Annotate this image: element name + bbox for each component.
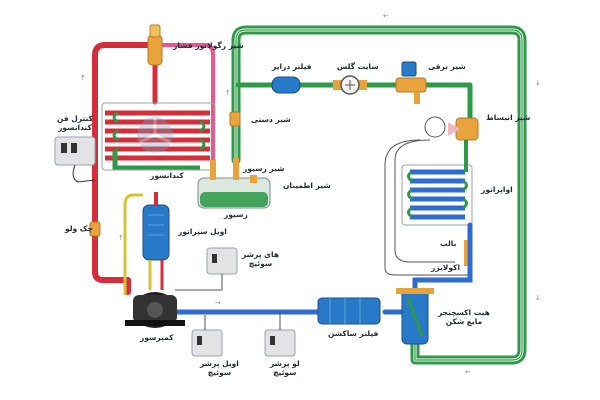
svg-text:←: ← xyxy=(383,12,389,20)
condenser-frame xyxy=(101,102,216,171)
svg-text:↑: ↑ xyxy=(80,74,86,82)
liquid-line xyxy=(231,25,527,365)
label-high-pressure-switch: های پرشر سوئیچ xyxy=(242,250,280,268)
label-safety-valve: شیر اطمینان xyxy=(283,181,331,190)
pressure-switch-icon xyxy=(264,312,296,357)
gauge-icon xyxy=(333,75,367,95)
compressor xyxy=(125,292,185,328)
drier-filter xyxy=(271,76,301,94)
label-bulb: بالب xyxy=(440,239,457,248)
svg-text:↑: ↑ xyxy=(118,234,124,242)
label-drier-filter: فیلتر درایر xyxy=(272,62,312,71)
label-expansion-valve: شیر انبساط xyxy=(486,113,531,122)
svg-text:←: ← xyxy=(465,368,471,376)
label-manual-valve: شیر دستی xyxy=(251,115,291,124)
svg-text:↑: ↑ xyxy=(225,89,231,97)
heat-exchanger xyxy=(396,288,434,345)
label-suction-filter: فیلتر ساکشن xyxy=(328,329,379,338)
hot-gas-line xyxy=(92,42,215,295)
oil-separator xyxy=(142,192,170,290)
label-check-valve: چک ولو xyxy=(65,224,93,233)
solenoid-icon xyxy=(395,61,427,104)
label-oil-pressure-switch: اویل پرشر سوئیچ xyxy=(200,359,239,377)
label-receiver-valve: شیر رسیور xyxy=(243,164,285,173)
suction-filter xyxy=(317,297,381,325)
label-compressor: کمپرسور xyxy=(140,333,174,342)
label-equalizer: اکولایزر xyxy=(431,263,461,272)
svg-text:↓: ↓ xyxy=(535,294,541,302)
pressure-switch-icon xyxy=(54,136,96,183)
svg-text:↓: ↓ xyxy=(535,79,541,87)
pressure-switch-icon xyxy=(191,315,223,357)
fan-icon xyxy=(137,117,173,153)
oil-return-line xyxy=(123,193,143,295)
svg-text:→: → xyxy=(215,299,221,307)
condenser-coil xyxy=(105,110,210,171)
label-condenser: کندانسور xyxy=(150,171,184,180)
label-receiver: رسیور xyxy=(224,210,248,219)
check-valve xyxy=(89,221,101,237)
label-pressure-regulator-valve: شیر رگولاتور فشار xyxy=(173,41,244,50)
pressure-switch-icon xyxy=(175,247,238,291)
label-solenoid-valve: شیر برقی xyxy=(428,62,466,71)
label-evaporator: اواپراتور xyxy=(481,185,513,194)
expansion-valve xyxy=(424,116,479,141)
manual-valve xyxy=(229,111,241,127)
pressure-regulator-valve xyxy=(147,24,163,66)
label-sight-glass: سایت گلس xyxy=(337,62,379,71)
flow-arrow-icon: ← ↓ ↓ ← ↑ ↑ ↑ → xyxy=(80,12,541,376)
label-low-pressure-switch: لو پرشر سوئیچ xyxy=(270,359,300,377)
label-heat-exchanger: هیت اکسچنجر مایع شکن xyxy=(438,308,490,326)
receiver-tank xyxy=(197,158,271,209)
label-condenser-fan-control: کنترل فن کندانسور xyxy=(57,114,93,132)
evaporator-coil xyxy=(384,139,473,276)
label-oil-separator: اویل سپراتور xyxy=(178,227,227,236)
